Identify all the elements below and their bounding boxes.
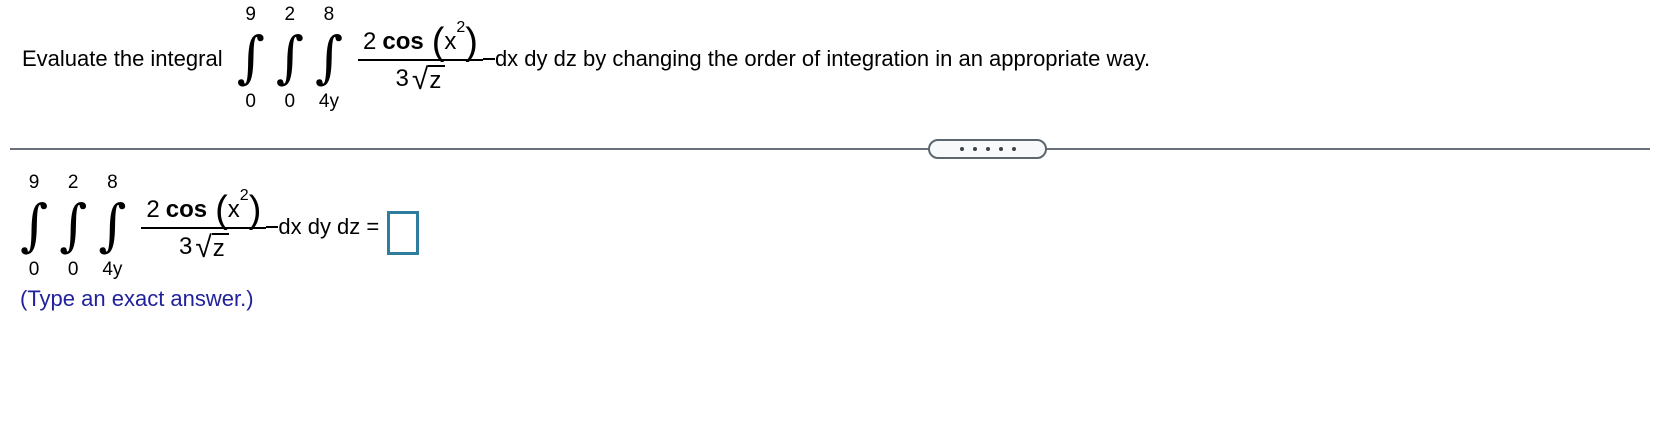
- integral-sign-icon: ∫: [20, 192, 49, 259]
- denominator-coefficient: 3: [178, 233, 193, 260]
- integral-sign-icon: ∫: [59, 192, 88, 259]
- upper-bound: 8: [323, 4, 335, 25]
- triple-integral-expression: 9 ∫ 0 2 ∫ 0 8 ∫ 4y 2 cos ( x 2: [20, 172, 279, 282]
- differentials-equals-text: dx dy dz =: [278, 214, 380, 239]
- integrand-fraction: 2 cos ( x 2 ) 3 √ z: [141, 183, 267, 271]
- fraction-tail-line: [482, 58, 495, 60]
- triple-integral-expression: 9 ∫ 0 2 ∫ 0 8 ∫ 4y 2 cos ( x 2: [237, 4, 495, 114]
- question-tail-text: dx dy dz by changing the order of integr…: [494, 46, 1151, 71]
- answer-section: 9 ∫ 0 2 ∫ 0 8 ∫ 4y 2 cos ( x 2: [0, 160, 1656, 312]
- integral-column-outer: 9 ∫ 0: [237, 4, 265, 114]
- upper-bound: 8: [107, 172, 118, 193]
- radicand-z: z: [211, 233, 229, 262]
- upper-bound: 9: [245, 4, 256, 25]
- divider-line: [10, 148, 1650, 150]
- cosine-function-label: cos: [382, 28, 424, 55]
- drag-handle-dot: [1011, 147, 1016, 151]
- integral-column-middle: 2 ∫ 0: [276, 4, 304, 114]
- drag-handle-dot: [972, 147, 977, 151]
- fraction-denominator: 3 √ z: [179, 229, 229, 271]
- question-section: Evaluate the integral 9 ∫ 0 2 ∫ 0 8 ∫ 4y…: [0, 0, 1656, 114]
- variable-x: x: [227, 196, 240, 223]
- upper-bound: 9: [28, 172, 40, 193]
- drag-handle-dot: [959, 147, 964, 151]
- radical-icon: √: [411, 63, 429, 96]
- open-paren: (: [431, 21, 445, 63]
- variable-x: x: [444, 28, 457, 55]
- numerator-coefficient: 2: [146, 196, 160, 223]
- radicand-z: z: [428, 65, 446, 94]
- numerator-coefficient: 2: [363, 28, 377, 55]
- integral-sign-icon: ∫: [275, 24, 304, 91]
- integral-sign-icon: ∫: [236, 24, 265, 91]
- drag-handle-dot: [985, 147, 990, 151]
- lower-bound: 0: [245, 91, 256, 112]
- exponent: 2: [239, 187, 249, 204]
- close-paren: ): [465, 21, 478, 63]
- fraction-numerator: 2 cos ( x 2 ): [141, 183, 266, 231]
- fraction-bar: [358, 59, 483, 61]
- integral-column-inner: 8 ∫ 4y: [315, 4, 343, 114]
- integral-column-outer: 9 ∫ 0: [20, 172, 48, 282]
- lower-bound: 0: [284, 91, 296, 112]
- radical-icon: √: [195, 231, 212, 264]
- upper-bound: 2: [284, 4, 296, 25]
- integral-sign-icon: ∫: [314, 24, 343, 91]
- lower-bound: 4y: [318, 91, 339, 112]
- denominator-coefficient: 3: [395, 65, 409, 92]
- integral-column-inner: 8 ∫ 4y: [98, 172, 126, 282]
- drag-handle-dot: [998, 147, 1003, 151]
- section-divider: [0, 138, 1656, 160]
- question-row: Evaluate the integral 9 ∫ 0 2 ∫ 0 8 ∫ 4y…: [22, 4, 1656, 114]
- close-paren: ): [248, 189, 262, 231]
- lower-bound: 0: [28, 259, 40, 280]
- integral-sign-icon: ∫: [98, 192, 127, 259]
- lower-bound: 0: [67, 259, 79, 280]
- section-resize-handle[interactable]: [928, 139, 1047, 159]
- answer-hint-text: (Type an exact answer.): [20, 286, 254, 311]
- fraction-numerator: 2 cos ( x 2 ): [358, 15, 483, 63]
- fraction-denominator: 3 √ z: [396, 61, 446, 103]
- fraction-bar: [141, 227, 267, 229]
- integral-column-middle: 2 ∫ 0: [59, 172, 87, 282]
- integrand-fraction: 2 cos ( x 2 ) 3 √ z: [358, 15, 483, 103]
- lower-bound: 4y: [102, 259, 123, 280]
- answer-row: 9 ∫ 0 2 ∫ 0 8 ∫ 4y 2 cos ( x 2: [20, 172, 1656, 282]
- question-lead-text: Evaluate the integral: [22, 46, 223, 71]
- answer-input[interactable]: [387, 211, 420, 255]
- fraction-tail-line: [266, 226, 279, 228]
- open-paren: (: [215, 189, 228, 231]
- exponent: 2: [456, 19, 466, 36]
- cosine-function-label: cos: [165, 196, 208, 223]
- upper-bound: 2: [67, 172, 79, 193]
